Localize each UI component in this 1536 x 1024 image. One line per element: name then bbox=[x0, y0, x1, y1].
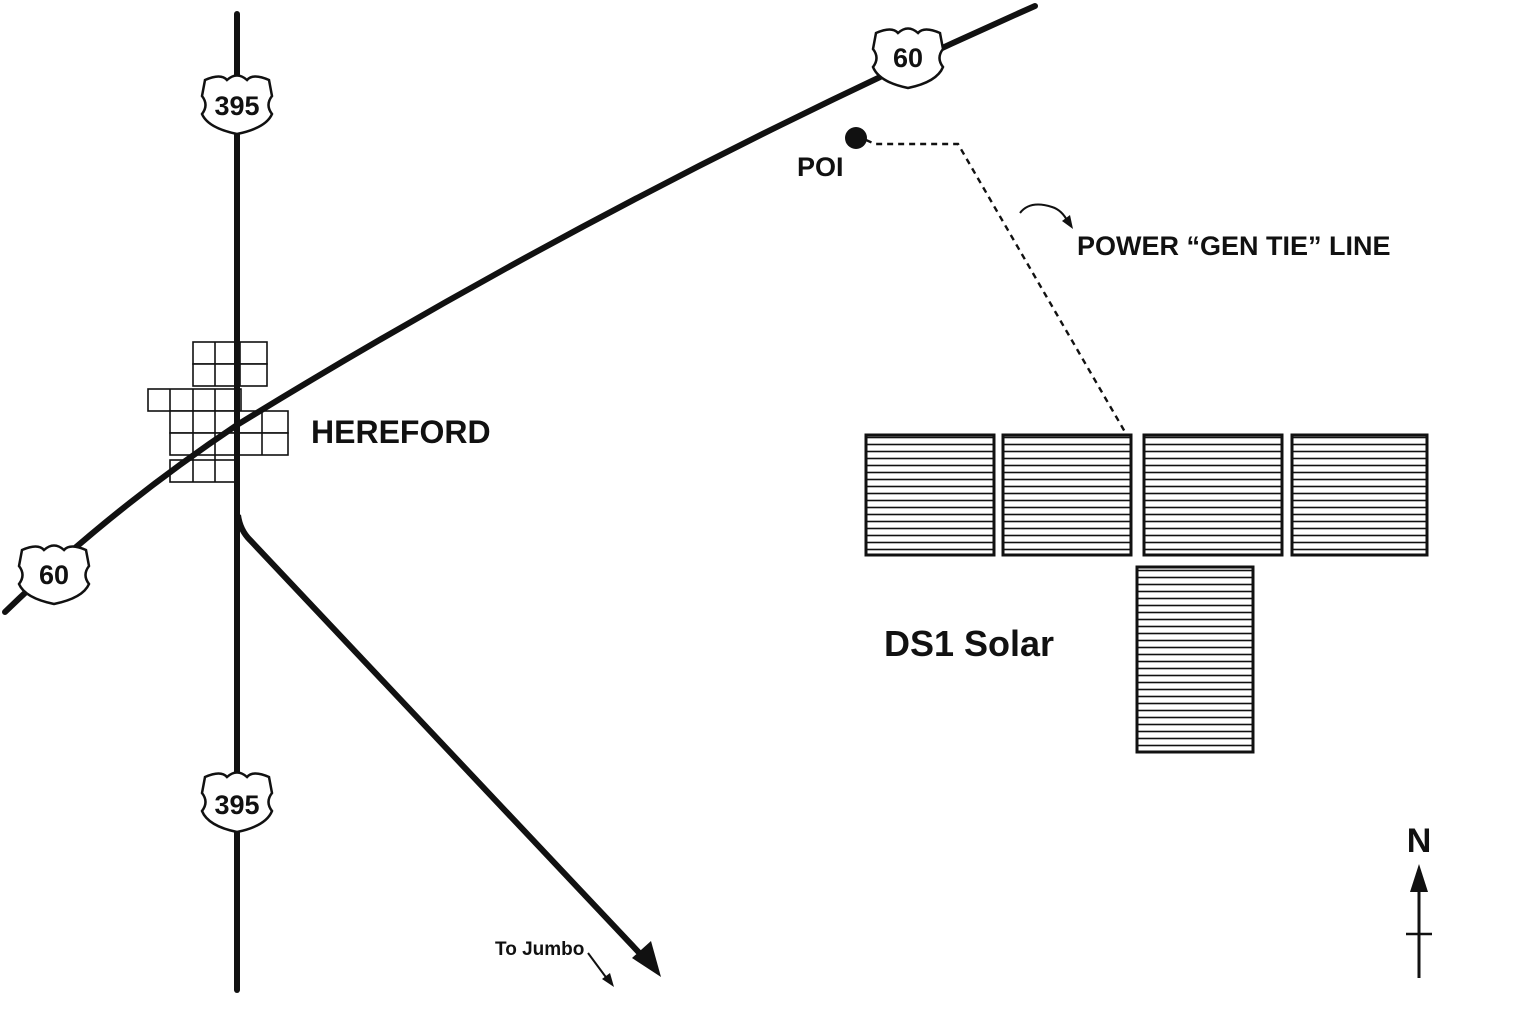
to-jumbo-label: To Jumbo bbox=[495, 939, 584, 960]
us395-shield-top-label: 395 bbox=[214, 91, 259, 121]
leader-arrowhead-icon bbox=[1062, 215, 1073, 229]
road-to-jumbo bbox=[235, 514, 649, 963]
gen-tie-label: POWER “GEN TIE” LINE bbox=[1077, 231, 1391, 261]
gen-tie-line bbox=[865, 138, 1127, 433]
us60-shield-left-label: 60 bbox=[39, 560, 69, 590]
gen-tie-leader-icon bbox=[1019, 203, 1069, 223]
north-arrow-icon bbox=[1406, 864, 1432, 978]
solar-block-2 bbox=[1001, 433, 1133, 557]
town-grid-icon bbox=[147, 341, 289, 483]
solar-label: DS1 Solar bbox=[884, 623, 1054, 664]
north-label: N bbox=[1407, 822, 1432, 860]
dot-marker-icon bbox=[845, 127, 867, 149]
solar-block-5 bbox=[1135, 565, 1255, 754]
us60-shield-right: 60 bbox=[871, 27, 945, 90]
solar-block-4 bbox=[1290, 433, 1429, 557]
to-jumbo-arrow-icon bbox=[587, 952, 609, 981]
to-jumbo-arrowhead-icon bbox=[602, 973, 614, 987]
us395-shield-bottom: 395 bbox=[200, 771, 274, 834]
us60-road bbox=[2, 3, 1038, 615]
us-highway-shield-icon bbox=[871, 27, 945, 90]
us-highway-shield-icon bbox=[200, 74, 274, 136]
solar-array-icon bbox=[864, 433, 1429, 754]
arrowhead-icon bbox=[632, 941, 661, 977]
us60-shield-left: 60 bbox=[17, 544, 91, 606]
us60-shield-right-label: 60 bbox=[893, 43, 923, 73]
solar-block-3 bbox=[1142, 433, 1284, 557]
us395-shield-bottom-label: 395 bbox=[214, 790, 259, 820]
town-label: HEREFORD bbox=[311, 414, 491, 450]
us-highway-shield-icon bbox=[17, 544, 91, 606]
us-highway-shield-icon bbox=[200, 771, 274, 834]
poi-label: POI bbox=[797, 152, 844, 182]
us395-shield-top: 395 bbox=[200, 74, 274, 136]
solar-block-1 bbox=[864, 433, 996, 557]
